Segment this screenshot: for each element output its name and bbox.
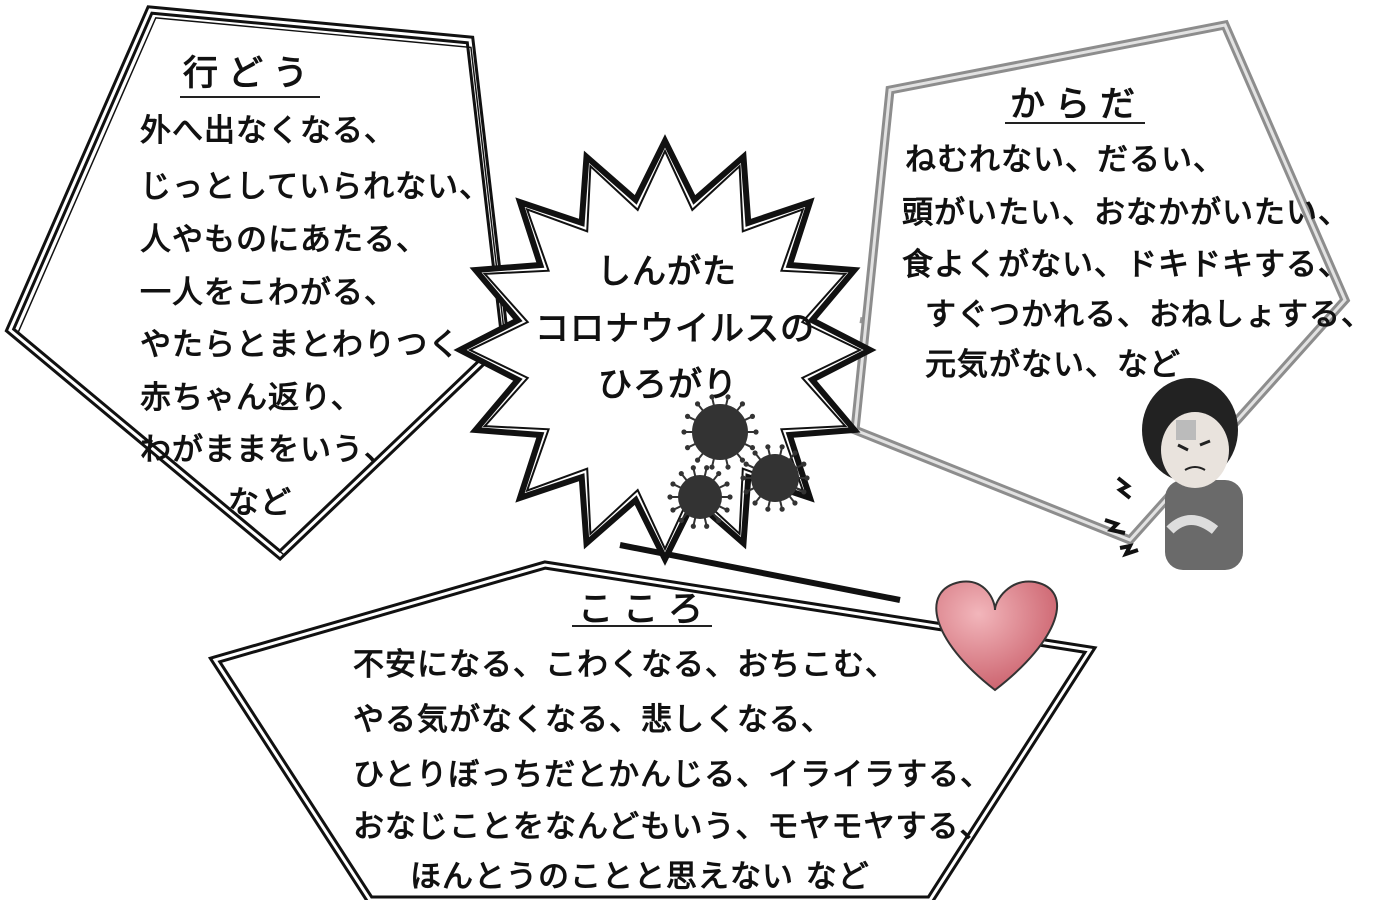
mind-item: ほんとうのことと思えない など [410,859,870,895]
heart-icon [935,580,1059,692]
body-item: ねむれない、だるい、 [905,142,1225,178]
behavior-item: など [228,485,292,521]
sick-person-icon [1104,378,1243,570]
body-title: からだ [1010,85,1146,125]
behavior-title-underline [180,96,320,98]
behavior-item: 一人をこわがる、 [140,275,396,311]
mind-item: ひとりぼっちだとかんじる、イライラする、 [353,757,993,793]
body-item: 元気がない、など [925,347,1181,383]
mind-item: やる気がなくなる、悲しくなる、 [353,702,833,738]
body-title-underline [1005,122,1145,124]
mind-item: おなじことをなんどもいう、モヤモヤする、 [353,809,992,845]
behavior-item: やたらとまとわりつく、 [140,327,493,363]
behavior-item: 外へ出なくなる、 [140,113,396,149]
mind-item: 不安になる、こわくなる、おちこむ、 [353,647,897,683]
behavior-item: じっとしていられない、 [140,169,492,205]
behavior-item: わがままをいう、 [140,432,396,468]
center-label-line: ひろがり [598,365,738,405]
mind-box [207,560,1098,900]
behavior-box [4,5,510,562]
body-item: 食よくがない、ドキドキする、 [902,247,1350,283]
center-label-line: コロナウイルスの [535,309,815,349]
center-burst [453,134,877,566]
behavior-title: 行どう [183,54,319,94]
mind-title: こころ [578,590,714,630]
virus-icon [667,394,810,529]
mind-title-underline [572,625,712,627]
behavior-item: 人やものにあたる、 [140,222,428,258]
behavior-item: 赤ちゃん返り、 [140,380,363,416]
center-label-line: しんがた [597,252,737,292]
body-item: 頭がいたい、おなかがいたい、 [902,195,1350,231]
body-item: すぐつかれる、おねしょする、 [925,297,1373,333]
